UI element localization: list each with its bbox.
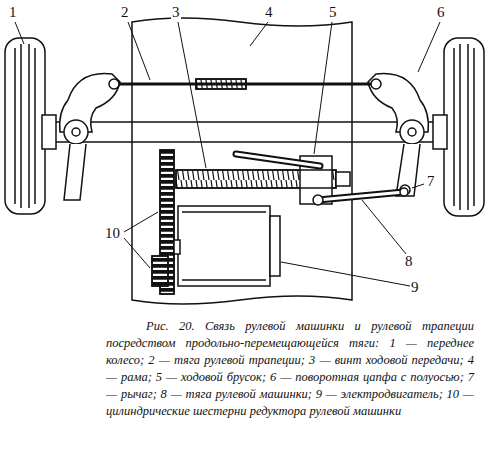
callout-number: 9	[410, 280, 420, 295]
callout-number: 6	[436, 5, 446, 20]
figure-caption: Рис. 20. Связь рулевой машинки и рулевой…	[106, 318, 474, 420]
callout-number: 2	[120, 5, 130, 20]
callout-number: 1	[8, 5, 18, 20]
callout-number: 5	[328, 5, 338, 20]
callout-number: 4	[264, 5, 274, 20]
callout-number: 8	[404, 254, 414, 269]
callout-number: 3	[171, 5, 181, 20]
callout-number: 7	[426, 174, 436, 189]
callout-number: 10	[104, 226, 121, 241]
